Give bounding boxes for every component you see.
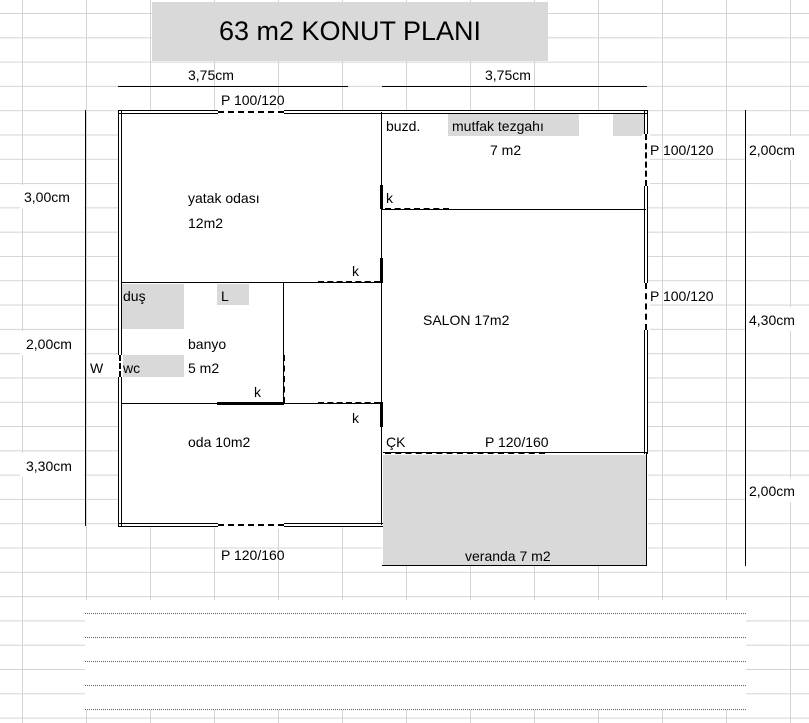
label-door-room: k: [352, 410, 359, 426]
door-room-arc: [318, 402, 380, 404]
wall-top: [118, 110, 648, 114]
door-bathroom-arc: [283, 355, 285, 403]
dim-bg: [746, 478, 809, 502]
note-line: [85, 685, 746, 686]
plan-title: 63 m2 KONUT PLANI: [218, 16, 482, 46]
kitchen-counter-block: [613, 113, 645, 136]
label-entrance: ÇK: [386, 434, 406, 450]
dim-line-top-right: [382, 86, 647, 87]
label-bath-area: 5 m2: [188, 360, 220, 376]
dim-bg: [20, 453, 84, 477]
dim-bg: [20, 331, 84, 355]
dim-left-top: 3,00cm: [24, 189, 70, 205]
label-door-bathroom: k: [254, 384, 261, 400]
dim-line-top-left: [118, 86, 348, 87]
label-kitchen-counter: mutfak tezgahı: [452, 118, 544, 134]
dim-top-right: 3,75cm: [485, 67, 531, 83]
label-bedroom-area: 12m2: [188, 215, 224, 231]
label-window-salon: P 100/120: [650, 288, 714, 304]
label-room: oda 10m2: [188, 434, 251, 450]
wall-bedroom-bottom: [121, 282, 382, 283]
window-salon: [645, 283, 647, 330]
door-balcony: [385, 452, 545, 454]
veranda-area: [383, 455, 646, 566]
wall-left: [118, 110, 122, 527]
label-wc: wc: [123, 360, 141, 376]
dim-line-left: [85, 110, 86, 526]
label-window-top: P 100/120: [221, 92, 285, 108]
label-door-bedroom: k: [352, 263, 359, 279]
wall-interior-vertical: [381, 112, 382, 525]
dim-line-right: [745, 110, 746, 566]
wc-block: [121, 355, 184, 377]
note-line: [85, 637, 746, 638]
label-window-bottom: P 120/160: [221, 547, 285, 563]
door-bedroom-arc: [318, 281, 380, 283]
label-salon: SALON 17m2: [423, 312, 510, 328]
label-door-kitchen: k: [386, 190, 393, 206]
sink-block: [217, 284, 249, 305]
label-kitchen-fridge: buzd.: [386, 118, 421, 134]
kitchen-counter-block: [448, 113, 579, 136]
note-line: [85, 613, 746, 614]
dim-left-bottom: 3,30cm: [26, 458, 72, 474]
wall-right: [644, 110, 648, 454]
label-veranda: veranda 7 m2: [465, 548, 551, 564]
door-bathroom-leaf: [217, 402, 284, 405]
door-room-leaf: [380, 402, 383, 427]
window-kitchen: [645, 134, 647, 186]
dim-top-left: 3,75cm: [188, 67, 234, 83]
dim-right-bottom: 2,00cm: [749, 483, 795, 499]
veranda-right: [646, 452, 647, 566]
label-bath-name: banyo: [188, 336, 227, 352]
notes-area: [85, 600, 746, 710]
label-window-kitchen: P 100/120: [650, 142, 714, 158]
plan-title-box: 63 m2 KONUT PLANI: [152, 2, 548, 61]
shower-block: [121, 284, 184, 329]
window-wc: [119, 355, 121, 377]
window-top: [218, 111, 284, 113]
dim-bg: [746, 307, 809, 331]
door-kitchen-leaf: [380, 185, 383, 209]
door-bedroom-leaf: [380, 258, 383, 283]
wall-kitchen-bottom: [382, 209, 646, 210]
label-bedroom-name: yatak odası: [188, 190, 260, 206]
label-door-balcony: P 120/160: [485, 434, 549, 450]
veranda-bottom: [382, 565, 647, 566]
label-kitchen-area: 7 m2: [490, 142, 522, 158]
wall-bathroom-right: [283, 282, 284, 403]
window-bottom: [218, 524, 284, 526]
dim-bg: [20, 185, 84, 209]
dim-right-middle: 4,30cm: [749, 312, 795, 328]
label-shower: duş: [123, 288, 146, 304]
door-kitchen-arc: [385, 208, 449, 210]
label-window-wc: W: [90, 360, 104, 376]
note-line: [85, 709, 746, 710]
dim-bg: [746, 136, 809, 160]
dim-left-middle: 2,00cm: [26, 336, 72, 352]
label-sink: L: [221, 288, 229, 304]
note-line: [85, 661, 746, 662]
dim-right-top: 2,00cm: [749, 142, 795, 158]
